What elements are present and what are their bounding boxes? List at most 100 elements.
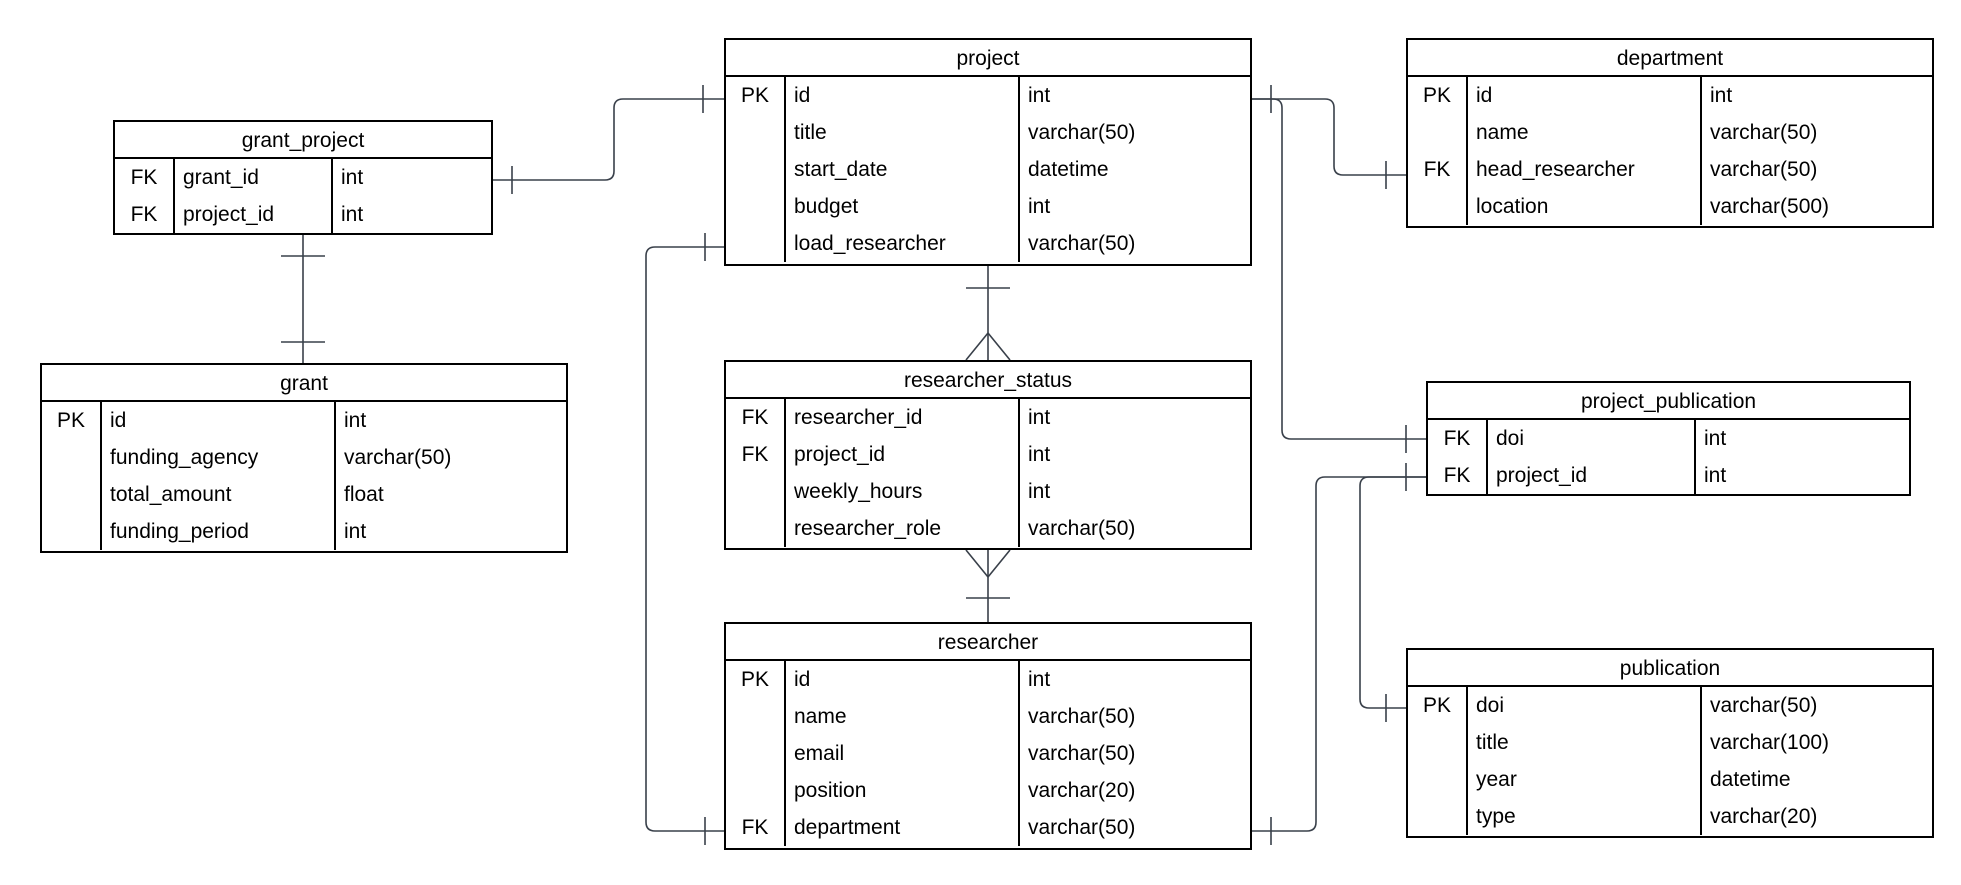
attr-type: varchar(50) xyxy=(1018,510,1250,547)
table-row[interactable]: weekly_hours int xyxy=(726,473,1250,510)
table-row[interactable]: year datetime xyxy=(1408,761,1932,798)
attr-key xyxy=(1408,114,1466,151)
attr-name: email xyxy=(784,735,1018,772)
attr-key: FK xyxy=(741,442,769,466)
table-row[interactable]: funding_period int xyxy=(42,513,566,550)
table-row[interactable]: researcher_role varchar(50) xyxy=(726,510,1250,547)
entity-department[interactable]: department PK id int name varchar(50) FK… xyxy=(1406,38,1934,228)
link-researcher_status-to-researcher xyxy=(965,549,1011,622)
attr-key: PK xyxy=(1422,83,1451,107)
entity-attributes: PK doi varchar(50) title varchar(100) ye… xyxy=(1408,687,1932,835)
table-row[interactable]: FK doi int xyxy=(1428,420,1909,457)
attr-type: varchar(500) xyxy=(1700,188,1932,225)
link-grant_project-to-grant xyxy=(281,235,325,363)
attr-type: varchar(50) xyxy=(1018,225,1250,262)
table-row[interactable]: FK head_researcher varchar(50) xyxy=(1408,151,1932,188)
entity-grant_project[interactable]: grant_project FK grant_id int FK project… xyxy=(113,120,493,235)
table-row[interactable]: FK project_id int xyxy=(1428,457,1909,494)
attr-name: id xyxy=(784,77,1018,114)
attr-name: researcher_role xyxy=(784,510,1018,547)
attr-name: doi xyxy=(1486,420,1694,457)
attr-type: varchar(50) xyxy=(1018,698,1250,735)
table-row[interactable]: budget int xyxy=(726,188,1250,225)
entity-attributes: PK id int name varchar(50) email varchar… xyxy=(726,661,1250,846)
attr-key: FK xyxy=(741,815,769,839)
attr-name: start_date xyxy=(784,151,1018,188)
attr-type: varchar(50) xyxy=(1700,687,1932,724)
attr-key xyxy=(726,698,784,735)
attr-name: funding_agency xyxy=(100,439,334,476)
attr-name: department xyxy=(784,809,1018,846)
attr-name: total_amount xyxy=(100,476,334,513)
attr-key: FK xyxy=(130,202,158,226)
entity-project[interactable]: project PK id int title varchar(50) star… xyxy=(724,38,1252,266)
table-row[interactable]: location varchar(500) xyxy=(1408,188,1932,225)
table-row[interactable]: FK project_id int xyxy=(726,436,1250,473)
attr-type: varchar(50) xyxy=(1018,114,1250,151)
table-row[interactable]: load_researcher varchar(50) xyxy=(726,225,1250,262)
attr-type: int xyxy=(1018,661,1250,698)
entity-project_publication[interactable]: project_publication FK doi int FK projec… xyxy=(1426,381,1911,496)
attr-name: grant_id xyxy=(173,159,331,196)
entity-researcher_status[interactable]: researcher_status FK researcher_id int F… xyxy=(724,360,1252,550)
attr-key xyxy=(726,735,784,772)
table-row[interactable]: position varchar(20) xyxy=(726,772,1250,809)
table-row[interactable]: PK doi varchar(50) xyxy=(1408,687,1932,724)
link-project_publication-to-researcher xyxy=(1252,476,1426,845)
attr-name: title xyxy=(1466,724,1700,761)
attr-key: FK xyxy=(130,165,158,189)
attr-name: id xyxy=(784,661,1018,698)
table-row[interactable]: FK researcher_id int xyxy=(726,399,1250,436)
attr-name: id xyxy=(100,402,334,439)
table-row[interactable]: funding_agency varchar(50) xyxy=(42,439,566,476)
attr-type: int xyxy=(1018,399,1250,436)
attr-type: datetime xyxy=(1018,151,1250,188)
attr-key: FK xyxy=(1443,426,1471,450)
table-row[interactable]: title varchar(50) xyxy=(726,114,1250,151)
attr-key: FK xyxy=(1443,463,1471,487)
table-row[interactable]: name varchar(50) xyxy=(726,698,1250,735)
table-row[interactable]: FK department varchar(50) xyxy=(726,809,1250,846)
entity-title: grant_project xyxy=(115,122,491,159)
table-row[interactable]: FK grant_id int xyxy=(115,159,491,196)
attr-key xyxy=(1408,798,1466,835)
attr-key xyxy=(1408,761,1466,798)
link-project-to-researcher xyxy=(645,233,724,845)
attr-type: varchar(50) xyxy=(1018,809,1250,846)
table-row[interactable]: PK id int xyxy=(42,402,566,439)
table-row[interactable]: PK id int xyxy=(726,661,1250,698)
table-row[interactable]: PK id int xyxy=(1408,77,1932,114)
entity-title: project xyxy=(726,40,1250,77)
table-row[interactable]: name varchar(50) xyxy=(1408,114,1932,151)
attr-name: project_id xyxy=(784,436,1018,473)
entity-title: researcher xyxy=(726,624,1250,661)
table-row[interactable]: PK id int xyxy=(726,77,1250,114)
table-row[interactable]: start_date datetime xyxy=(726,151,1250,188)
attr-name: title xyxy=(784,114,1018,151)
entity-title: researcher_status xyxy=(726,362,1250,399)
attr-key xyxy=(42,439,100,476)
entity-attributes: FK researcher_id int FK project_id int w… xyxy=(726,399,1250,547)
entity-researcher[interactable]: researcher PK id int name varchar(50) em… xyxy=(724,622,1252,850)
entity-attributes: PK id int funding_agency varchar(50) tot… xyxy=(42,402,566,550)
attr-name: budget xyxy=(784,188,1018,225)
entity-grant[interactable]: grant PK id int funding_agency varchar(5… xyxy=(40,363,568,553)
table-row[interactable]: title varchar(100) xyxy=(1408,724,1932,761)
attr-name: load_researcher xyxy=(784,225,1018,262)
attr-key: FK xyxy=(1423,157,1451,181)
table-row[interactable]: type varchar(20) xyxy=(1408,798,1932,835)
attr-name: type xyxy=(1466,798,1700,835)
link-project-to-department xyxy=(1252,85,1406,189)
table-row[interactable]: total_amount float xyxy=(42,476,566,513)
attr-name: position xyxy=(784,772,1018,809)
attr-type: int xyxy=(331,159,491,196)
attr-key xyxy=(42,476,100,513)
attr-name: name xyxy=(1466,114,1700,151)
attr-name: year xyxy=(1466,761,1700,798)
attr-type: int xyxy=(1018,436,1250,473)
attr-key xyxy=(1408,724,1466,761)
table-row[interactable]: FK project_id int xyxy=(115,196,491,233)
entity-publication[interactable]: publication PK doi varchar(50) title var… xyxy=(1406,648,1934,838)
table-row[interactable]: email varchar(50) xyxy=(726,735,1250,772)
